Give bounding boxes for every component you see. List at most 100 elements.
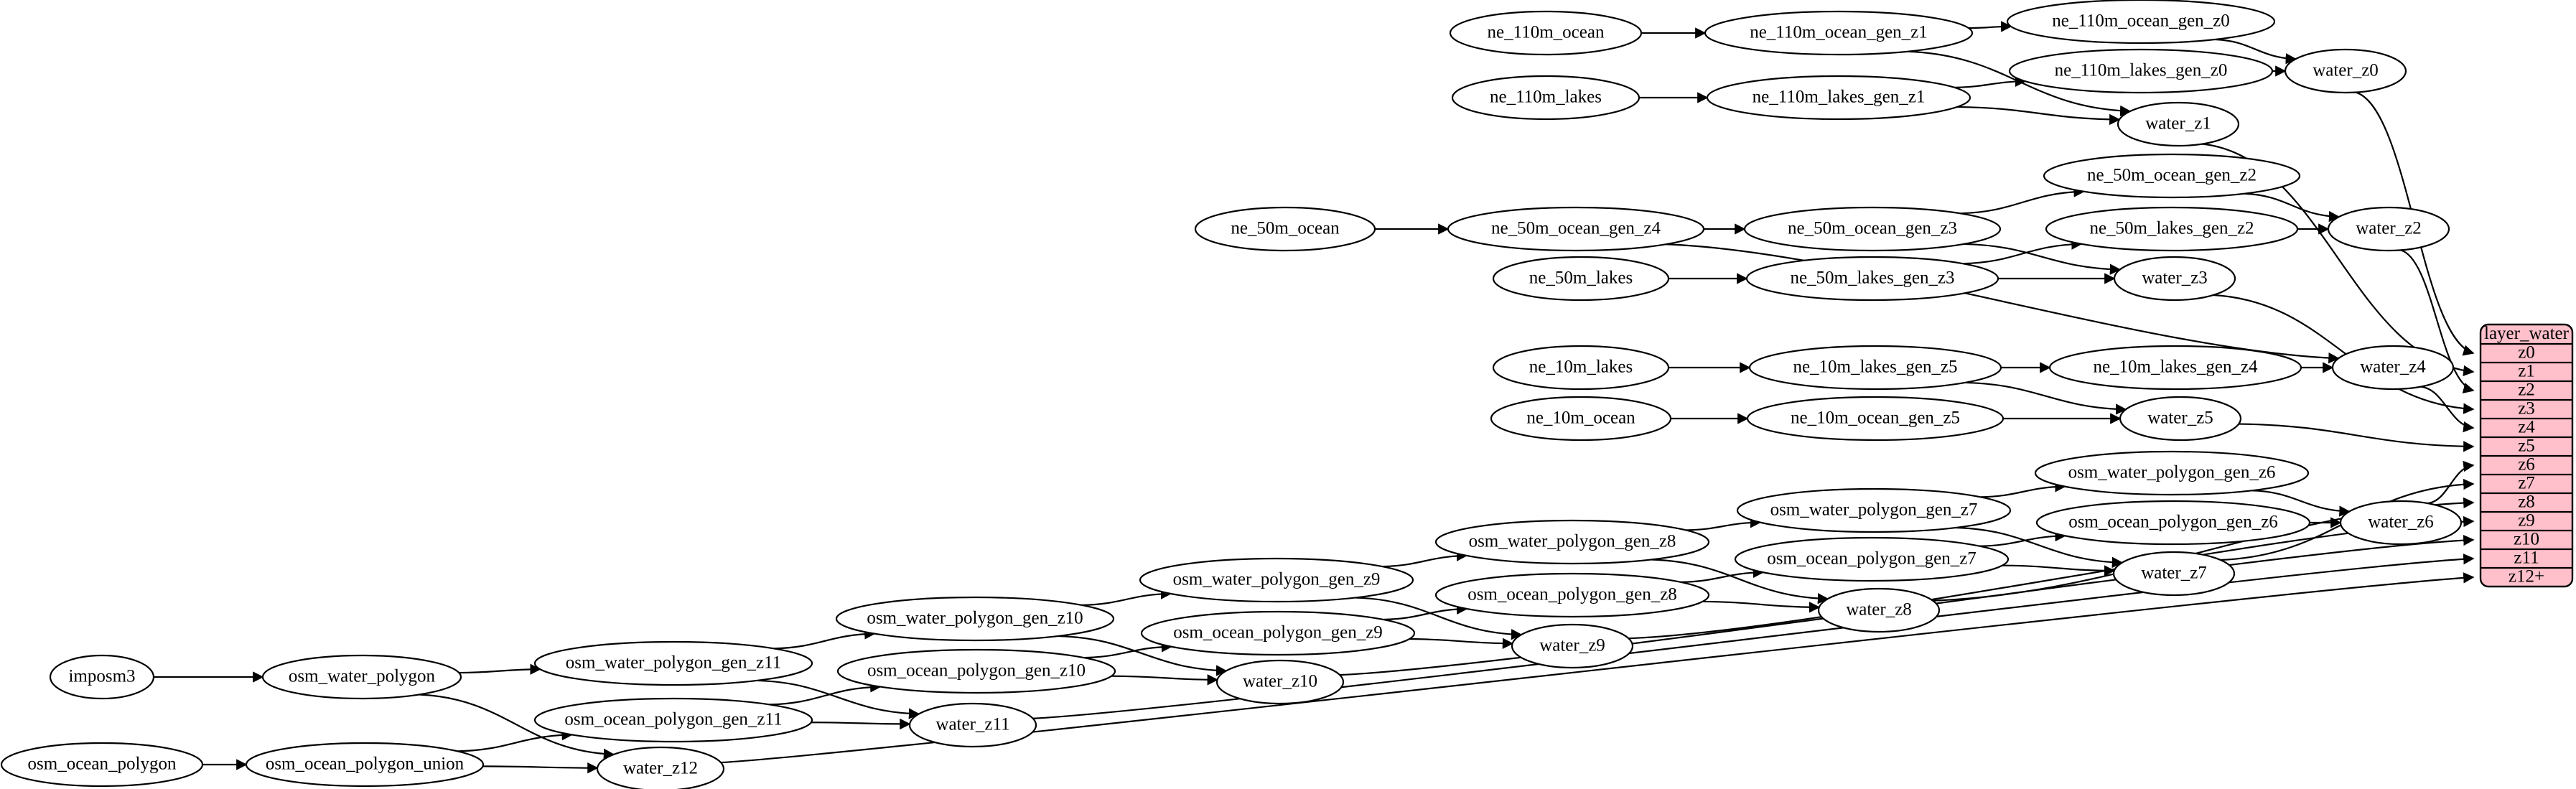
node-osm_ocean_polygon_gen_z10[interactable]: osm_ocean_polygon_gen_z10 — [836, 648, 1116, 694]
edge-osm_water_polygon_gen_z10--to--osm_water_polygon_gen_z9 — [1081, 588, 1172, 606]
node-shape — [2043, 153, 2301, 199]
node-shape — [1817, 587, 1941, 633]
node-shape — [2008, 48, 2274, 94]
node-shape — [1736, 487, 2012, 533]
edge-osm_ocean_polygon_union--to--water_z12 — [482, 762, 599, 774]
node-shape — [1734, 536, 2010, 582]
node-shape — [1490, 396, 1672, 442]
edge-osm_water_polygon_gen_z11--to--water_z11 — [757, 679, 920, 719]
node-imposm3[interactable]: imposm3 — [49, 654, 155, 700]
node-water_z7[interactable]: water_z7 — [2112, 551, 2236, 597]
node-osm_ocean_polygon_gen_z6[interactable]: osm_ocean_polygon_gen_z6 — [2035, 500, 2311, 546]
edge-ne_10m_lakes_gen_z5--to--water_z5 — [1965, 381, 2127, 415]
node-water_z4[interactable]: water_z4 — [2331, 345, 2455, 391]
node-osm_water_polygon[interactable]: osm_water_polygon — [261, 654, 462, 700]
node-osm_ocean_polygon_gen_z8[interactable]: osm_ocean_polygon_gen_z8 — [1434, 572, 1710, 618]
node-ne_50m_lakes[interactable]: ne_50m_lakes — [1492, 256, 1670, 302]
edge-osm_water_polygon_gen_z8--to--osm_water_polygon_gen_z7 — [1686, 517, 1762, 531]
node-osm_ocean_polygon_gen_z9[interactable]: osm_ocean_polygon_gen_z9 — [1140, 610, 1416, 656]
node-ne_50m_ocean_gen_z3[interactable]: ne_50m_ocean_gen_z3 — [1743, 206, 2002, 252]
node-osm_ocean_polygon_union[interactable]: osm_ocean_polygon_union — [245, 742, 485, 788]
node-shape — [1139, 557, 1414, 603]
node-ne_110m_ocean[interactable]: ne_110m_ocean — [1449, 10, 1643, 56]
node-osm_water_polygon_gen_z7[interactable]: osm_water_polygon_gen_z7 — [1736, 487, 2012, 533]
node-ne_110m_lakes[interactable]: ne_110m_lakes — [1451, 75, 1641, 121]
node-osm_water_polygon_gen_z11[interactable]: osm_water_polygon_gen_z11 — [533, 640, 813, 686]
node-shape — [1434, 519, 1710, 565]
node-water_z6[interactable]: water_z6 — [2339, 500, 2463, 546]
node-ne_50m_ocean_gen_z2[interactable]: ne_50m_ocean_gen_z2 — [2043, 153, 2301, 199]
node-shape — [2045, 206, 2299, 252]
node-water_z2[interactable]: water_z2 — [2327, 206, 2450, 252]
node-shape — [1140, 610, 1416, 656]
edge-osm_water_polygon--to--osm_water_polygon_gen_z11 — [459, 663, 541, 675]
edge-osm_ocean_polygon_gen_z11--to--water_z11 — [811, 718, 911, 730]
node-water_z9[interactable]: water_z9 — [1511, 623, 1634, 669]
edge-osm_water_polygon_gen_z7--to--water_z7 — [1955, 526, 2124, 569]
node-shape — [0, 742, 204, 788]
node-ne_110m_lakes_gen_z1[interactable]: ne_110m_lakes_gen_z1 — [1706, 75, 1971, 121]
node-shape — [1511, 623, 1634, 669]
edge-osm_water_polygon_gen_z9--to--osm_water_polygon_gen_z8 — [1382, 550, 1468, 568]
node-ne_110m_ocean_gen_z0[interactable]: ne_110m_ocean_gen_z0 — [2006, 0, 2276, 45]
node-shape — [596, 746, 725, 789]
node-osm_water_polygon_gen_z6[interactable]: osm_water_polygon_gen_z6 — [2034, 450, 2310, 496]
node-shape — [1447, 206, 1705, 252]
node-ne_50m_ocean[interactable]: ne_50m_ocean — [1194, 206, 1376, 252]
edge-water_z4--to--layer_water-z4 — [2420, 386, 2475, 433]
node-water_z11[interactable]: water_z11 — [908, 702, 1037, 748]
node-water_z10[interactable]: water_z10 — [1215, 659, 1345, 705]
node-shape — [1434, 572, 1710, 618]
node-shape — [1451, 75, 1641, 121]
edge-ne_50m_ocean_gen_z3--to--water_z3 — [1964, 243, 2122, 275]
node-ne_110m_ocean_gen_z1[interactable]: ne_110m_ocean_gen_z1 — [1704, 10, 1974, 56]
node-shape — [2048, 345, 2302, 391]
edge-osm_water_polygon_gen_z9--to--water_z9 — [1355, 597, 1523, 640]
node-osm_ocean_polygon[interactable]: osm_ocean_polygon — [0, 742, 204, 788]
node-water_z12[interactable]: water_z12 — [596, 746, 725, 789]
edge-osm_ocean_polygon_gen_z9--to--water_z9 — [1409, 638, 1514, 649]
node-water_z5[interactable]: water_z5 — [2119, 396, 2242, 442]
edge-ne_50m_ocean_gen_z3--to--ne_50m_ocean_gen_z2 — [1960, 186, 2085, 215]
node-ne_50m_ocean_gen_z4[interactable]: ne_50m_ocean_gen_z4 — [1447, 206, 1705, 252]
node-osm_ocean_polygon_gen_z7[interactable]: osm_ocean_polygon_gen_z7 — [1734, 536, 2010, 582]
node-ne_10m_lakes[interactable]: ne_10m_lakes — [1492, 345, 1670, 391]
edge-ne_50m_lakes_gen_z3--to--ne_50m_lakes_gen_z2 — [1962, 238, 2083, 265]
node-osm_ocean_polygon_gen_z11[interactable]: osm_ocean_polygon_gen_z11 — [533, 697, 813, 743]
node-water_z1[interactable]: water_z1 — [2117, 101, 2240, 147]
node-shape — [836, 648, 1116, 694]
node-shape — [2113, 256, 2236, 302]
edge-osm_water_polygon_gen_z11--to--osm_water_polygon_gen_z10 — [773, 628, 876, 650]
node-osm_water_polygon_gen_z9[interactable]: osm_water_polygon_gen_z9 — [1139, 557, 1414, 603]
node-water_z8[interactable]: water_z8 — [1817, 587, 1941, 633]
node-osm_water_polygon_gen_z10[interactable]: osm_water_polygon_gen_z10 — [835, 596, 1115, 642]
edge-osm_water_polygon_gen_z6--to--water_z6 — [2251, 490, 2351, 517]
node-ne_110m_lakes_gen_z0[interactable]: ne_110m_lakes_gen_z0 — [2008, 48, 2274, 94]
node-ne_10m_ocean_gen_z5[interactable]: ne_10m_ocean_gen_z5 — [1746, 396, 2005, 442]
edge-water_z2--to--layer_water-z2 — [2400, 249, 2475, 393]
node-water_z3[interactable]: water_z3 — [2113, 256, 2236, 302]
node-ne_50m_lakes_gen_z3[interactable]: ne_50m_lakes_gen_z3 — [1745, 256, 1999, 302]
node-ne_10m_ocean[interactable]: ne_10m_ocean — [1490, 396, 1672, 442]
node-ne_10m_lakes_gen_z4[interactable]: ne_10m_lakes_gen_z4 — [2048, 345, 2302, 391]
node-ne_10m_lakes_gen_z5[interactable]: ne_10m_lakes_gen_z5 — [1748, 345, 2002, 391]
node-shape — [835, 596, 1115, 642]
node-shape — [49, 654, 155, 700]
node-ne_50m_lakes_gen_z2[interactable]: ne_50m_lakes_gen_z2 — [2045, 206, 2299, 252]
node-osm_water_polygon_gen_z8[interactable]: osm_water_polygon_gen_z8 — [1434, 519, 1710, 565]
node-shape — [2327, 206, 2450, 252]
edge-osm_water_polygon_gen_z8--to--water_z8 — [1651, 559, 1829, 604]
edge-osm_ocean_polygon_gen_z9--to--osm_ocean_polygon_gen_z8 — [1383, 603, 1468, 621]
edge-osm_ocean_polygon_gen_z7--to--water_z7 — [2002, 564, 2116, 576]
record-node-layer: layer_waterz0z1z2z3z4z5z6z7z8z9z10z11z12… — [2479, 323, 2574, 588]
edge-water_z6--to--layer_water-z6 — [2427, 460, 2475, 505]
edge-osm_ocean_polygon_gen_z11--to--osm_ocean_polygon_gen_z10 — [769, 681, 882, 706]
node-water_z0[interactable]: water_z0 — [2284, 48, 2407, 94]
node-shape — [1704, 10, 1974, 56]
node-shape — [1748, 345, 2002, 391]
edges-layer — [153, 21, 2475, 774]
node-shape — [908, 702, 1037, 748]
edge-osm_ocean_polygon_gen_z10--to--osm_ocean_polygon_gen_z9 — [1083, 641, 1173, 659]
